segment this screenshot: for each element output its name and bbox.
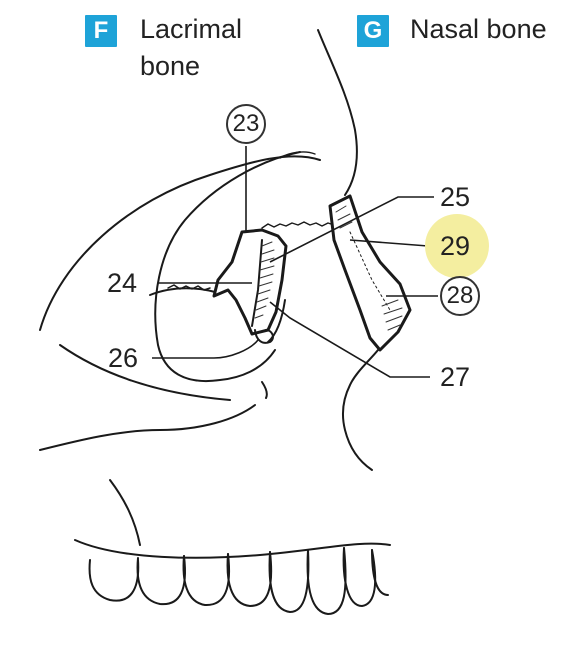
- panel-f-title-line1: Lacrimal: [140, 14, 243, 44]
- label-25: 25: [440, 182, 471, 212]
- label-29-highlight: [425, 214, 489, 278]
- label-27: 27: [440, 362, 471, 392]
- leader-26: [152, 339, 259, 359]
- leader-27: [269, 301, 430, 378]
- label-24: 24: [107, 268, 138, 298]
- leader-25: [269, 196, 434, 263]
- alveolar-process: [74, 539, 391, 559]
- label-26: 26: [108, 343, 139, 373]
- nasal-bone-hatch: [335, 205, 403, 331]
- infraorbital-foramen: [261, 381, 268, 399]
- teeth: [88, 547, 389, 615]
- panel-g-badge: G: [357, 15, 389, 47]
- label-29: 29: [440, 231, 471, 261]
- nasal-bone-foramen-line: [349, 231, 391, 311]
- lacrimal-bone: [212, 228, 288, 336]
- maxilla-frontal-process: [267, 299, 286, 343]
- label-28: 28: [440, 276, 480, 316]
- panel-f-badge: F: [85, 15, 117, 47]
- frontal-suture: [279, 151, 316, 159]
- leader-29: [349, 239, 429, 247]
- leader-lines: [152, 146, 438, 378]
- panel-f-title-line2: bone: [140, 51, 201, 81]
- nasal-bone: [328, 194, 412, 352]
- lacrimal-hamulus: [254, 329, 274, 344]
- nasal-aperture-profile: [341, 349, 379, 471]
- forehead-profile: [317, 29, 358, 196]
- ethmoid-suture: [167, 284, 211, 291]
- cheek-edge: [109, 479, 141, 546]
- label-23: 23: [226, 104, 266, 144]
- maxilla-surface: [39, 404, 256, 451]
- panel-g-title-line1: Nasal bone: [410, 14, 547, 44]
- posterior-lacrimal-crest: [251, 239, 263, 327]
- orbital-roof-suture: [261, 221, 335, 229]
- lacrimal-groove-hatch: [254, 241, 275, 319]
- zygomatic-arch: [59, 344, 231, 401]
- orbit-outline: [154, 151, 301, 382]
- orbit-inner-rim: [149, 287, 216, 296]
